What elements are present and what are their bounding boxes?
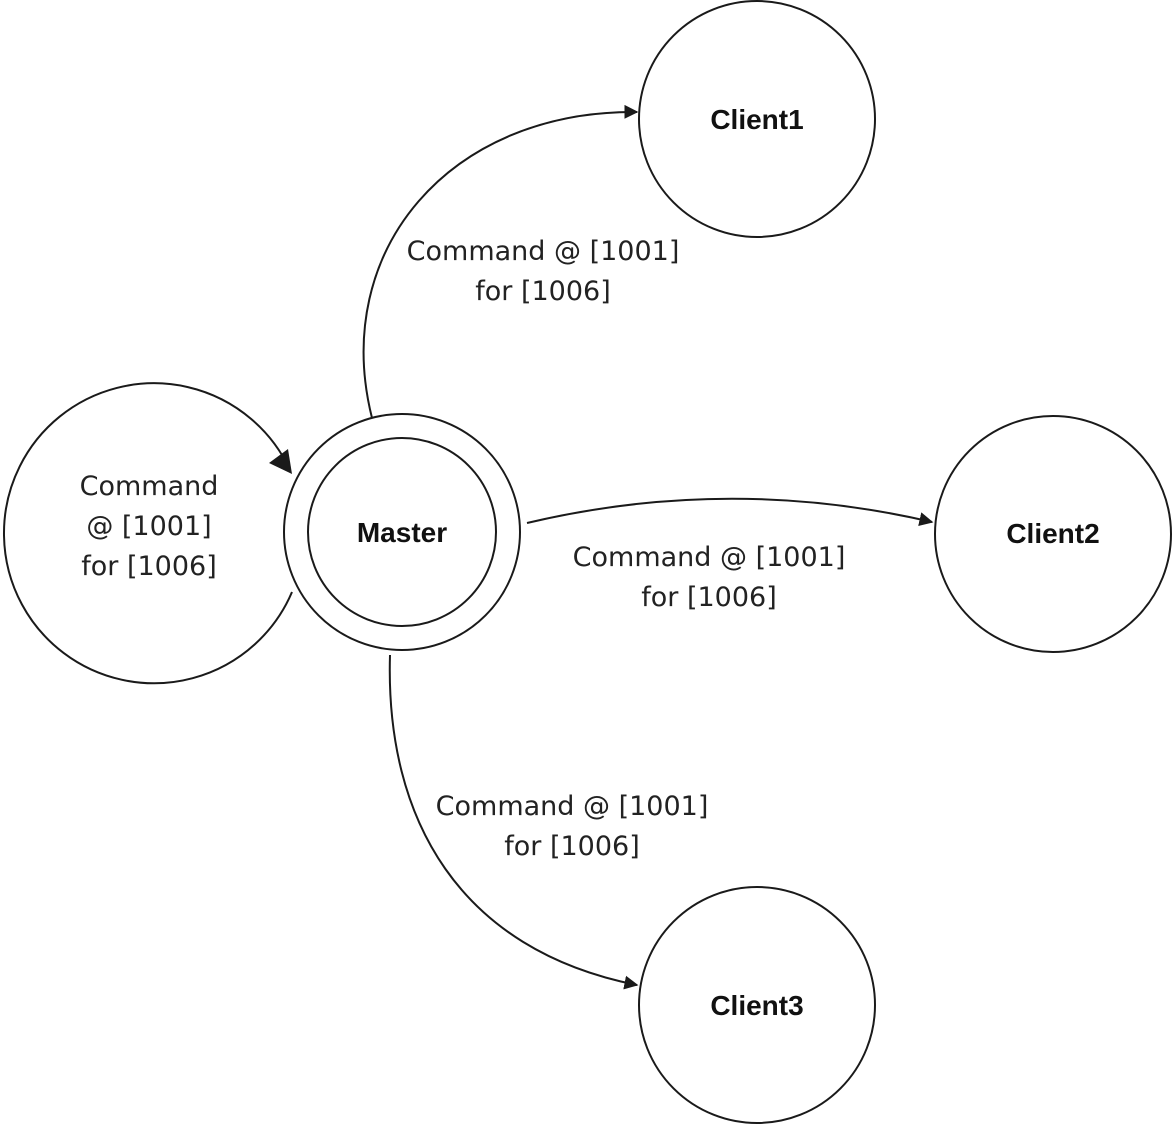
edge-client1-label-line2: for [1006] xyxy=(475,276,611,307)
node-client3: Client3 xyxy=(638,886,876,1124)
edge-client1-path xyxy=(362,104,639,419)
edge-client3-label-line2: for [1006] xyxy=(504,831,640,862)
self-loop-label-line2: @ [1001] xyxy=(86,511,211,542)
client2-label: Client2 xyxy=(1006,518,1099,549)
node-client1: Client1 xyxy=(638,0,876,238)
edge-master-to-client1: Command @ [1001] for [1006] xyxy=(362,104,680,419)
edge-master-to-client2: Command @ [1001] for [1006] xyxy=(526,497,934,613)
master-label: Master xyxy=(357,517,447,548)
edge-client1-label-line1: Command @ [1001] xyxy=(407,236,680,267)
client3-circle xyxy=(638,886,876,1124)
client2-circle xyxy=(934,415,1172,653)
edge-self-loop: Command @ [1001] for [1006] xyxy=(3,382,293,685)
self-loop-path xyxy=(3,382,293,685)
node-master: Master xyxy=(283,413,521,651)
client1-label: Client1 xyxy=(710,104,803,135)
edge-client3-path xyxy=(388,654,639,990)
edge-client3-label-line1: Command @ [1001] xyxy=(436,791,709,822)
edge-client2-label-line1: Command @ [1001] xyxy=(573,542,846,573)
edge-client2-label-line2: for [1006] xyxy=(641,582,777,613)
edge-client2-path xyxy=(526,497,934,526)
client3-label: Client3 xyxy=(710,990,803,1021)
self-loop-label-line3: for [1006] xyxy=(81,551,217,582)
client1-circle xyxy=(638,0,876,238)
node-client2: Client2 xyxy=(934,415,1172,653)
self-loop-label-line1: Command xyxy=(80,471,219,502)
master-inner-ring xyxy=(307,437,497,627)
self-loop-arrowhead xyxy=(269,449,292,474)
edge-master-to-client3: Command @ [1001] for [1006] xyxy=(388,654,709,990)
